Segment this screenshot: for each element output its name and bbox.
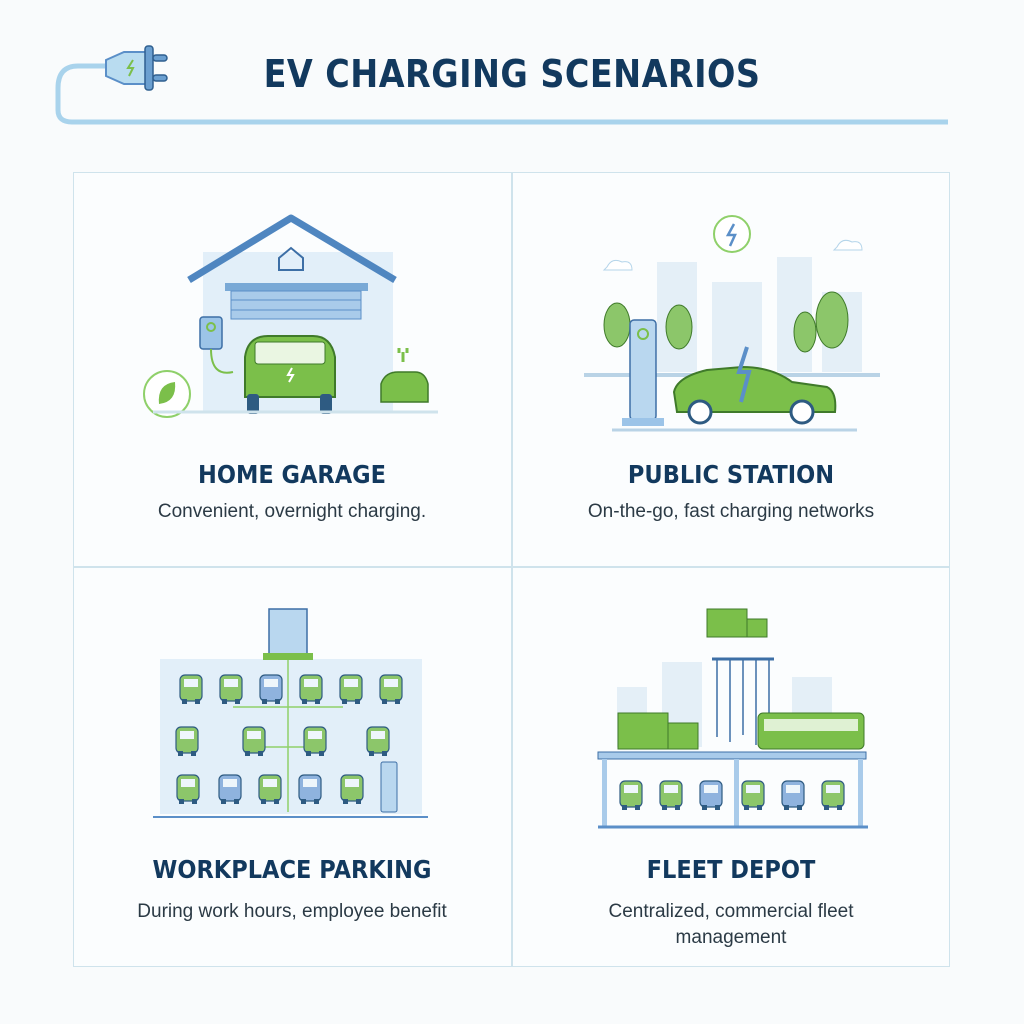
parked-car (303, 726, 327, 756)
panel-title: WORKPLACE PARKING (152, 855, 432, 884)
parked-car (258, 774, 282, 804)
plug-cable-icon (55, 45, 948, 125)
home-garage-illustration (143, 214, 438, 418)
fleet-vehicle (821, 780, 845, 810)
fleet-vehicle (741, 780, 765, 810)
panel-fleet-depot: FLEET DEPOT Centralized, commercial flee… (512, 567, 950, 962)
header: EV CHARGING SCENARIOS (0, 0, 1024, 140)
parked-car (179, 674, 203, 704)
panel-workplace-parking: WORKPLACE PARKING During work hours, emp… (73, 567, 511, 962)
fleet-depot-illustration (597, 608, 868, 829)
page-title: EV CHARGING SCENARIOS (263, 52, 761, 96)
panel-description: Centralized, commercial fleet management (608, 901, 854, 948)
parked-car (366, 726, 390, 756)
parked-car (175, 726, 199, 756)
parked-car (298, 774, 322, 804)
panel-description: During work hours, employee benefit (137, 901, 447, 922)
parked-car (259, 674, 283, 704)
fleet-vehicle (699, 780, 723, 810)
parked-car (299, 674, 323, 704)
panel-public-station: PUBLIC STATION On-the-go, fast charging … (512, 172, 950, 567)
panel-title: PUBLIC STATION (627, 460, 835, 489)
panel-title: FLEET DEPOT (646, 855, 816, 884)
panel-home-garage: HOME GARAGE Convenient, overnight chargi… (73, 172, 511, 567)
fleet-vehicle (659, 780, 683, 810)
parked-car (339, 674, 363, 704)
parked-car (340, 774, 364, 804)
divider (511, 172, 513, 967)
parked-car (242, 726, 266, 756)
parked-car (379, 674, 403, 704)
fleet-vehicle (619, 780, 643, 810)
panel-description: Convenient, overnight charging. (157, 501, 427, 522)
divider (73, 566, 950, 568)
fleet-vehicle (781, 780, 805, 810)
parked-car (218, 774, 242, 804)
parked-car (176, 774, 200, 804)
public-station-illustration (584, 215, 880, 432)
panel-title: HOME GARAGE (197, 460, 387, 489)
parked-car (219, 674, 243, 704)
workplace-parking-illustration (153, 608, 428, 818)
panel-description: On-the-go, fast charging networks (587, 501, 875, 522)
